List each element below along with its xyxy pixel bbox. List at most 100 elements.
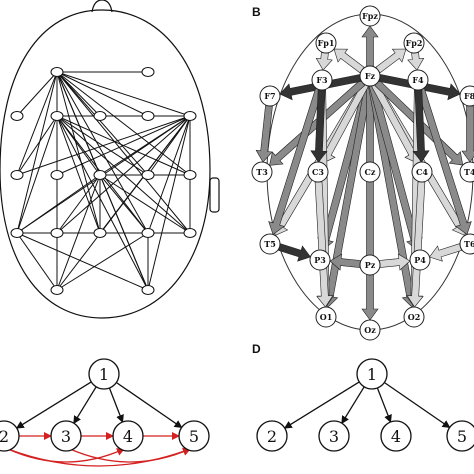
electrode-label: P3 xyxy=(314,255,326,265)
eeg-arrow xyxy=(412,89,430,163)
edge-1-4 xyxy=(376,387,392,423)
network-edge xyxy=(16,71,58,234)
node-label: 4 xyxy=(123,427,133,446)
node-label: 1 xyxy=(99,365,109,384)
network-node xyxy=(50,67,64,77)
edge-1-2 xyxy=(15,381,92,429)
network-edge xyxy=(56,71,101,117)
red-edge-3-5 xyxy=(69,448,191,463)
network-edge xyxy=(56,71,101,234)
electrode-circle xyxy=(411,161,433,183)
network-edges xyxy=(16,71,191,291)
electrode-circle xyxy=(307,161,329,183)
electrode-label: C4 xyxy=(416,167,428,177)
electrode-circle xyxy=(259,233,281,255)
electrode-fp2: Fp2 xyxy=(403,32,425,54)
eeg-arrow xyxy=(278,243,311,262)
network-edge xyxy=(56,71,191,176)
network-node xyxy=(93,111,107,121)
network-node xyxy=(141,170,155,180)
node-label: 1 xyxy=(367,365,377,384)
electrode-o1: O1 xyxy=(315,306,337,328)
electrode-label: T5 xyxy=(264,239,276,249)
electrode-p3: P3 xyxy=(309,249,331,271)
electrode-label: Fz xyxy=(365,71,376,81)
graph-node-1: 1 xyxy=(356,358,388,390)
network-node xyxy=(50,170,64,180)
electrode-t4: T4 xyxy=(459,161,474,183)
network-nodes xyxy=(10,67,197,295)
electrode-circle xyxy=(251,161,273,183)
electrode-circle xyxy=(359,5,381,27)
network-edge xyxy=(16,115,191,176)
electrode-circle xyxy=(459,161,474,183)
electrode-label: F3 xyxy=(316,75,328,85)
electrode-label: Cz xyxy=(365,167,376,177)
graph-d-nodes: 1 2 3 4 5 xyxy=(256,358,474,452)
network-edge xyxy=(16,174,101,234)
electrode-circle xyxy=(259,85,281,107)
graph-node-2: 2 xyxy=(256,420,288,452)
electrode-circle xyxy=(407,69,429,91)
network-edge xyxy=(56,115,191,176)
eeg-arrow xyxy=(329,253,361,271)
node-circle xyxy=(50,420,82,452)
network-node xyxy=(10,228,24,238)
network-edge xyxy=(56,71,149,176)
electrode-fpz: Fpz xyxy=(359,5,381,27)
graph-node-2: 2 xyxy=(0,420,20,452)
electrode-fz: Fz xyxy=(359,65,381,87)
electrode-p4: P4 xyxy=(409,249,431,271)
node-circle xyxy=(380,420,412,452)
electrode-f7: F7 xyxy=(259,85,281,107)
network-node xyxy=(93,170,107,180)
node-label: 4 xyxy=(391,427,401,446)
electrode-label: Fp1 xyxy=(318,38,335,48)
edge-1-5 xyxy=(383,381,451,429)
electrode-circle xyxy=(311,69,333,91)
network-edge xyxy=(56,115,149,291)
graph-node-5: 5 xyxy=(446,420,474,452)
electrode-label: T3 xyxy=(256,167,268,177)
network-edge xyxy=(56,71,149,234)
graph-c-edges xyxy=(7,381,191,467)
nose-shape xyxy=(91,0,113,13)
network-edge xyxy=(16,71,58,176)
network-node xyxy=(141,228,155,238)
electrode-pz: Pz xyxy=(359,254,381,276)
network-node xyxy=(141,285,155,295)
network-edge xyxy=(99,174,149,234)
panel-label-b: B xyxy=(252,5,261,19)
electrode-oz: Oz xyxy=(359,319,381,341)
electrode-label: O1 xyxy=(320,312,333,322)
electrode-circle xyxy=(309,249,331,271)
electrode-fp1: Fp1 xyxy=(315,32,337,54)
node-circle xyxy=(356,358,388,390)
node-circle xyxy=(0,420,20,452)
network-edge xyxy=(16,232,58,291)
eeg-arrow xyxy=(461,105,474,163)
network-node xyxy=(141,111,155,121)
electrode-t6: T6 xyxy=(459,233,474,255)
node-circle xyxy=(178,420,210,452)
electrode-label: Fp2 xyxy=(406,38,423,48)
node-label: 3 xyxy=(329,427,339,446)
electrode-circle xyxy=(409,249,431,271)
electrode-c4: C4 xyxy=(411,161,433,183)
eeg-arrow xyxy=(314,181,334,308)
edge-1-3 xyxy=(341,386,365,425)
network-edge xyxy=(16,115,58,234)
electrode-label: F4 xyxy=(412,75,424,85)
network-node xyxy=(183,170,197,180)
edge-1-3 xyxy=(73,386,97,425)
graph-node-4: 4 xyxy=(112,420,144,452)
ear-shape xyxy=(209,177,220,213)
network-edge xyxy=(56,232,149,291)
electrode-o2: O2 xyxy=(403,306,425,328)
head-outline xyxy=(0,9,211,319)
network-node xyxy=(10,111,24,121)
eeg-arrow xyxy=(379,253,411,271)
eeg-arrow xyxy=(310,89,328,163)
